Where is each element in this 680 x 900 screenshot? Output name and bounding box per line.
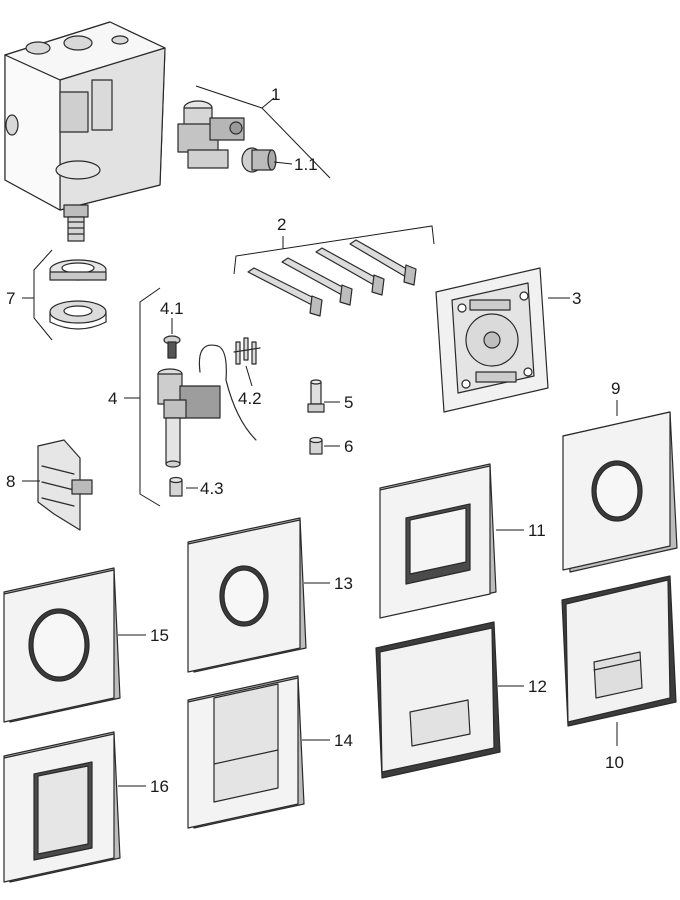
label-13: 13 [334, 574, 353, 593]
seal-ring-set [49, 259, 107, 330]
concealed-box [4, 21, 166, 242]
label-4-2: 4.2 [238, 389, 262, 408]
fixing-bolts [247, 239, 417, 317]
cover-plate-round-middle [187, 517, 307, 673]
cover-plate-square-window-left [3, 731, 121, 883]
label-9: 9 [611, 379, 620, 398]
cover-plate-round-left [3, 567, 121, 723]
label-6: 6 [344, 437, 353, 456]
pipe-connector-part [169, 476, 183, 497]
label-3: 3 [572, 289, 581, 308]
sensor-unit [157, 344, 257, 468]
label-1-1: 1.1 [294, 155, 318, 174]
nozzle-part [309, 436, 323, 455]
valve-assembly-part [177, 100, 245, 169]
cover-plate-tall-window [187, 675, 305, 829]
cover-plate-bar-button-right [561, 575, 677, 727]
adapter-part [307, 379, 325, 413]
label-11: 11 [528, 521, 546, 540]
label-16: 16 [150, 777, 169, 796]
label-12: 12 [528, 677, 547, 696]
label-5: 5 [344, 393, 353, 412]
label-2: 2 [277, 215, 286, 234]
label-7: 7 [6, 289, 15, 308]
label-10: 10 [605, 753, 624, 772]
label-4: 4 [108, 389, 117, 408]
label-15: 15 [150, 626, 169, 645]
clip-part [233, 337, 261, 365]
cover-plate-square-window [379, 463, 497, 619]
part-labels: 1 1.1 2 3 4 4.1 4.2 4.3 5 6 7 8 9 10 11 … [6, 85, 624, 796]
label-14: 14 [334, 731, 353, 750]
label-4-3: 4.3 [200, 479, 224, 498]
mounting-frame [435, 267, 549, 413]
label-4-1: 4.1 [160, 299, 184, 318]
bracket-part [37, 439, 93, 531]
valve-insert-part [241, 147, 277, 173]
cover-plate-round-top-right [562, 411, 678, 573]
leader-lines [22, 85, 618, 787]
cover-plate-bar-button [375, 621, 501, 779]
label-1: 1 [271, 85, 280, 104]
label-8: 8 [6, 472, 15, 491]
screw-part [163, 335, 181, 359]
